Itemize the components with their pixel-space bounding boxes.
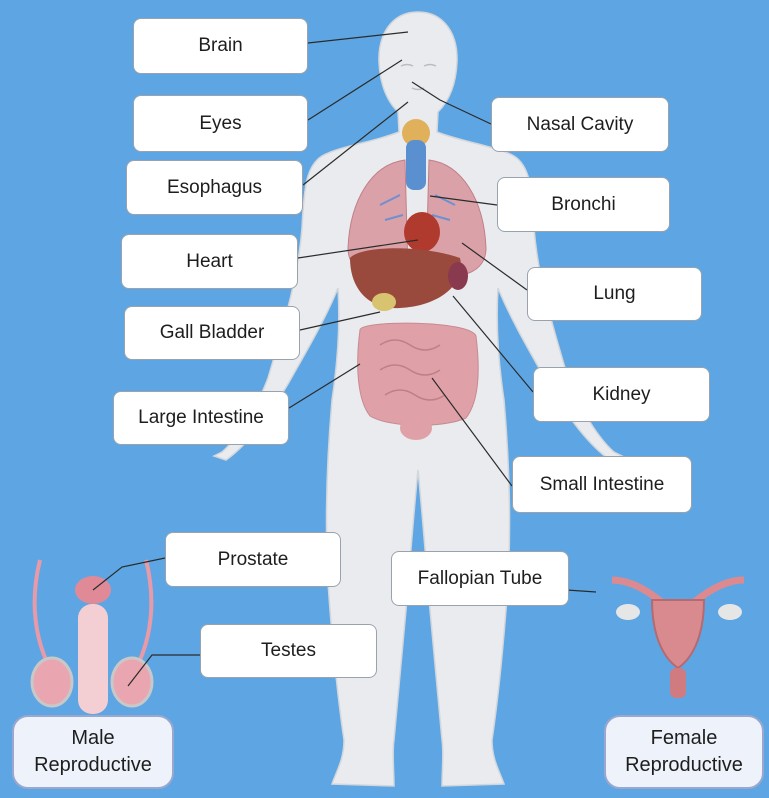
label-nasal-cavity: Nasal Cavity — [491, 97, 669, 152]
category-male-reproductive: Male Reproductive — [12, 715, 174, 789]
label-fallopian-tube-text: Fallopian Tube — [418, 568, 543, 590]
label-testes: Testes — [200, 624, 377, 678]
label-eyes-text: Eyes — [199, 113, 241, 135]
label-kidney: Kidney — [533, 367, 710, 422]
female-reproductive-illustration — [612, 580, 744, 698]
category-male-line2: Reproductive — [34, 752, 152, 779]
category-female-line1: Female — [625, 725, 743, 752]
label-fallopian-tube: Fallopian Tube — [391, 551, 569, 606]
label-bronchi: Bronchi — [497, 177, 670, 232]
category-male-line1: Male — [34, 725, 152, 752]
label-heart-text: Heart — [186, 251, 232, 273]
label-esophagus-text: Esophagus — [167, 177, 262, 199]
male-reproductive-illustration — [32, 560, 152, 714]
label-lung: Lung — [527, 267, 702, 321]
label-gall-bladder: Gall Bladder — [124, 306, 300, 360]
label-brain: Brain — [133, 18, 308, 74]
label-heart: Heart — [121, 234, 298, 289]
label-esophagus: Esophagus — [126, 160, 303, 215]
label-prostate-text: Prostate — [218, 549, 289, 571]
label-large-intestine-text: Large Intestine — [138, 407, 264, 429]
label-small-intestine: Small Intestine — [512, 456, 692, 513]
label-testes-text: Testes — [261, 640, 316, 662]
label-lung-text: Lung — [593, 283, 635, 305]
category-female-line2: Reproductive — [625, 752, 743, 779]
label-eyes: Eyes — [133, 95, 308, 152]
label-prostate: Prostate — [165, 532, 341, 587]
label-kidney-text: Kidney — [592, 384, 650, 406]
label-bronchi-text: Bronchi — [551, 194, 615, 216]
label-small-intestine-text: Small Intestine — [540, 474, 665, 496]
label-gall-bladder-text: Gall Bladder — [160, 322, 265, 344]
label-large-intestine: Large Intestine — [113, 391, 289, 445]
label-nasal-cavity-text: Nasal Cavity — [527, 114, 634, 136]
label-brain-text: Brain — [198, 35, 242, 57]
category-female-reproductive: Female Reproductive — [604, 715, 764, 789]
